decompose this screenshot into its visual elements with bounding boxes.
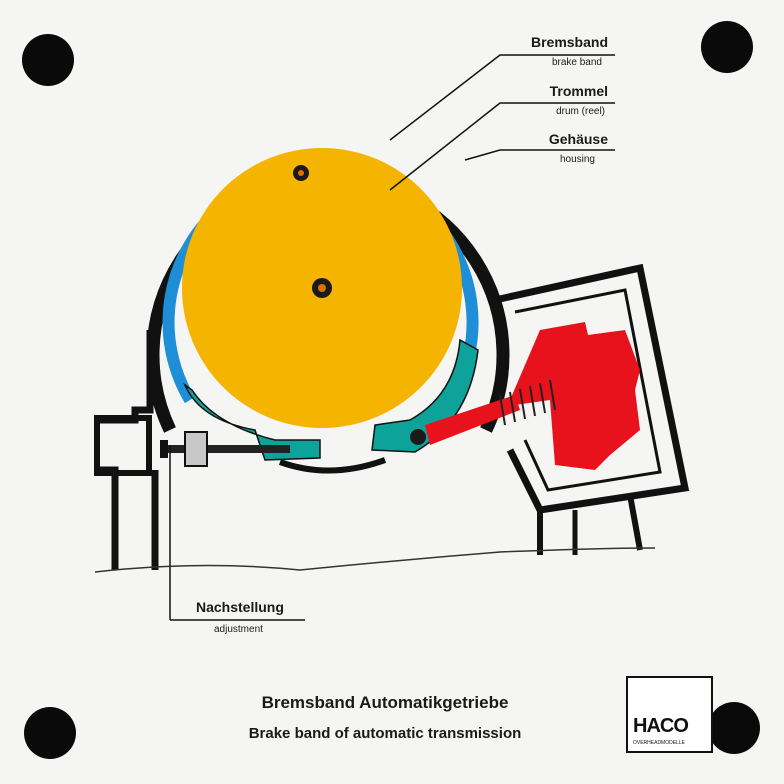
mounting-hole-bottom-right (708, 702, 760, 754)
servo-spring (499, 379, 556, 426)
housing-leader (464, 149, 615, 161)
drum-sublabel: drum (reel) (556, 106, 605, 117)
haco-logo: HACO OVERHEADMODELLE (626, 676, 713, 753)
servo-housing (494, 263, 690, 555)
diagram-title: Bremsband Automatikgetriebe (262, 693, 509, 712)
adjustment-label: Nachstellung (196, 599, 284, 615)
housing-label: Gehäuse (549, 131, 608, 147)
servo-rod (425, 395, 520, 445)
drum-label: Trommel (550, 83, 608, 99)
mounting-hole-top-left (22, 34, 74, 86)
mounting-hole-bottom-left (24, 707, 76, 759)
drum-pin-center (298, 170, 304, 176)
housing-sublabel: housing (560, 154, 595, 165)
band-bottom-arc (278, 457, 387, 474)
svg-text:OVERHEADMODELLE: OVERHEADMODELLE (633, 740, 686, 746)
drum-leader (389, 102, 615, 191)
band-lining-left (183, 382, 321, 461)
svg-text:HACO: HACO (633, 715, 688, 737)
brake-band-label: Bremsband (531, 34, 608, 50)
adjustment-sublabel: adjustment (214, 624, 263, 635)
mounting-hole-top-right (701, 21, 753, 73)
servo-rod-pin (410, 429, 426, 445)
servo-piston (510, 322, 640, 470)
base-line (94, 547, 656, 573)
left-housing-block (94, 415, 152, 476)
diagram-subtitle: Brake band of automatic transmission (249, 725, 522, 742)
adjustment-screw (160, 431, 290, 467)
brake-band-sublabel: brake band (552, 57, 602, 68)
brake-band-leader (389, 54, 615, 141)
band-lining-right (371, 338, 479, 453)
drum-axle-center (318, 284, 326, 292)
